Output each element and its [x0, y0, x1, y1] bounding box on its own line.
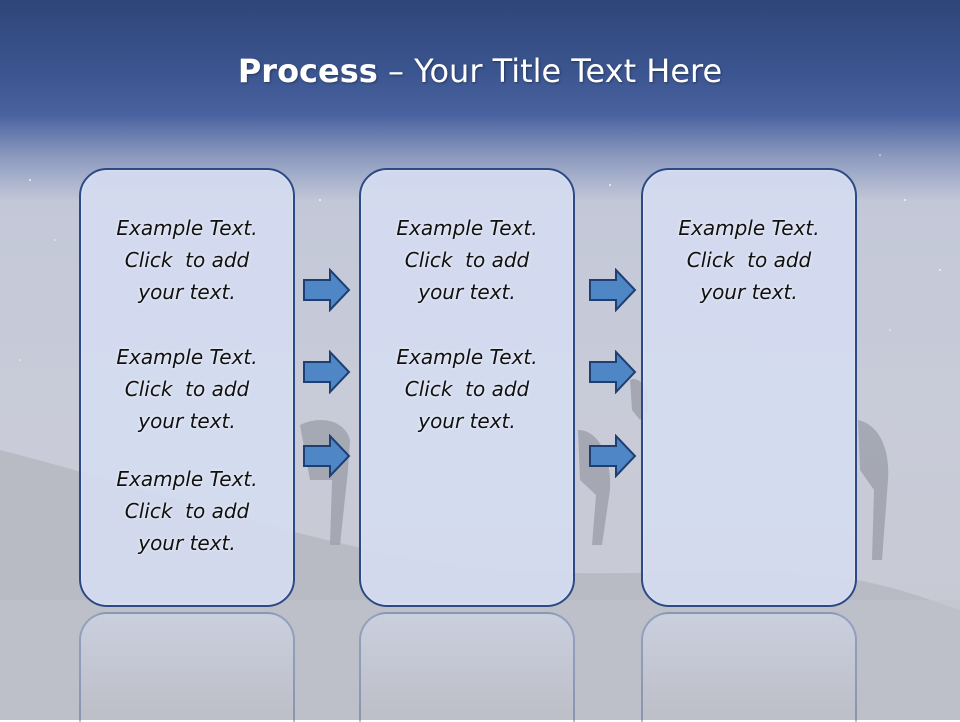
text-line: Example Text. — [116, 345, 258, 369]
right-arrow-icon[interactable] — [303, 434, 351, 478]
title-bold: Process — [237, 52, 378, 90]
process-box-2[interactable]: Example Text. Click to add your text. Ex… — [359, 168, 575, 607]
text-line: Click to add — [686, 248, 812, 272]
text-line: Example Text. — [116, 216, 258, 240]
text-line: Click to add — [404, 248, 530, 272]
title-rest: – Your Title Text Here — [377, 52, 723, 90]
text-block[interactable]: Example Text. Click to add your text. — [643, 212, 855, 308]
box-reflection — [641, 612, 857, 722]
box-reflection — [359, 612, 575, 722]
text-block[interactable]: Example Text. Click to add your text. — [81, 212, 293, 308]
text-block[interactable]: Example Text. Click to add your text. — [81, 463, 293, 559]
text-block[interactable]: Example Text. Click to add your text. — [361, 341, 573, 437]
text-line: Example Text. — [396, 345, 538, 369]
right-arrow-icon[interactable] — [303, 268, 351, 312]
right-arrow-icon[interactable] — [589, 350, 637, 394]
right-arrow-icon[interactable] — [589, 434, 637, 478]
text-line: Click to add — [124, 499, 250, 523]
text-line: Example Text. — [396, 216, 538, 240]
text-line: Example Text. — [678, 216, 820, 240]
right-arrow-icon[interactable] — [303, 350, 351, 394]
right-arrow-icon[interactable] — [589, 268, 637, 312]
text-line: Example Text. — [116, 467, 258, 491]
text-line: Click to add — [124, 377, 250, 401]
box-reflection — [79, 612, 295, 722]
text-line: your text. — [418, 280, 516, 304]
text-line: Click to add — [404, 377, 530, 401]
process-box-1[interactable]: Example Text. Click to add your text. Ex… — [79, 168, 295, 607]
text-line: your text. — [138, 531, 236, 555]
text-block[interactable]: Example Text. Click to add your text. — [81, 341, 293, 437]
slide-title[interactable]: Process – Your Title Text Here — [0, 52, 960, 90]
text-line: your text. — [138, 280, 236, 304]
text-block[interactable]: Example Text. Click to add your text. — [361, 212, 573, 308]
text-line: Click to add — [124, 248, 250, 272]
text-line: your text. — [138, 409, 236, 433]
process-box-3[interactable]: Example Text. Click to add your text. — [641, 168, 857, 607]
text-line: your text. — [418, 409, 516, 433]
text-line: your text. — [700, 280, 798, 304]
